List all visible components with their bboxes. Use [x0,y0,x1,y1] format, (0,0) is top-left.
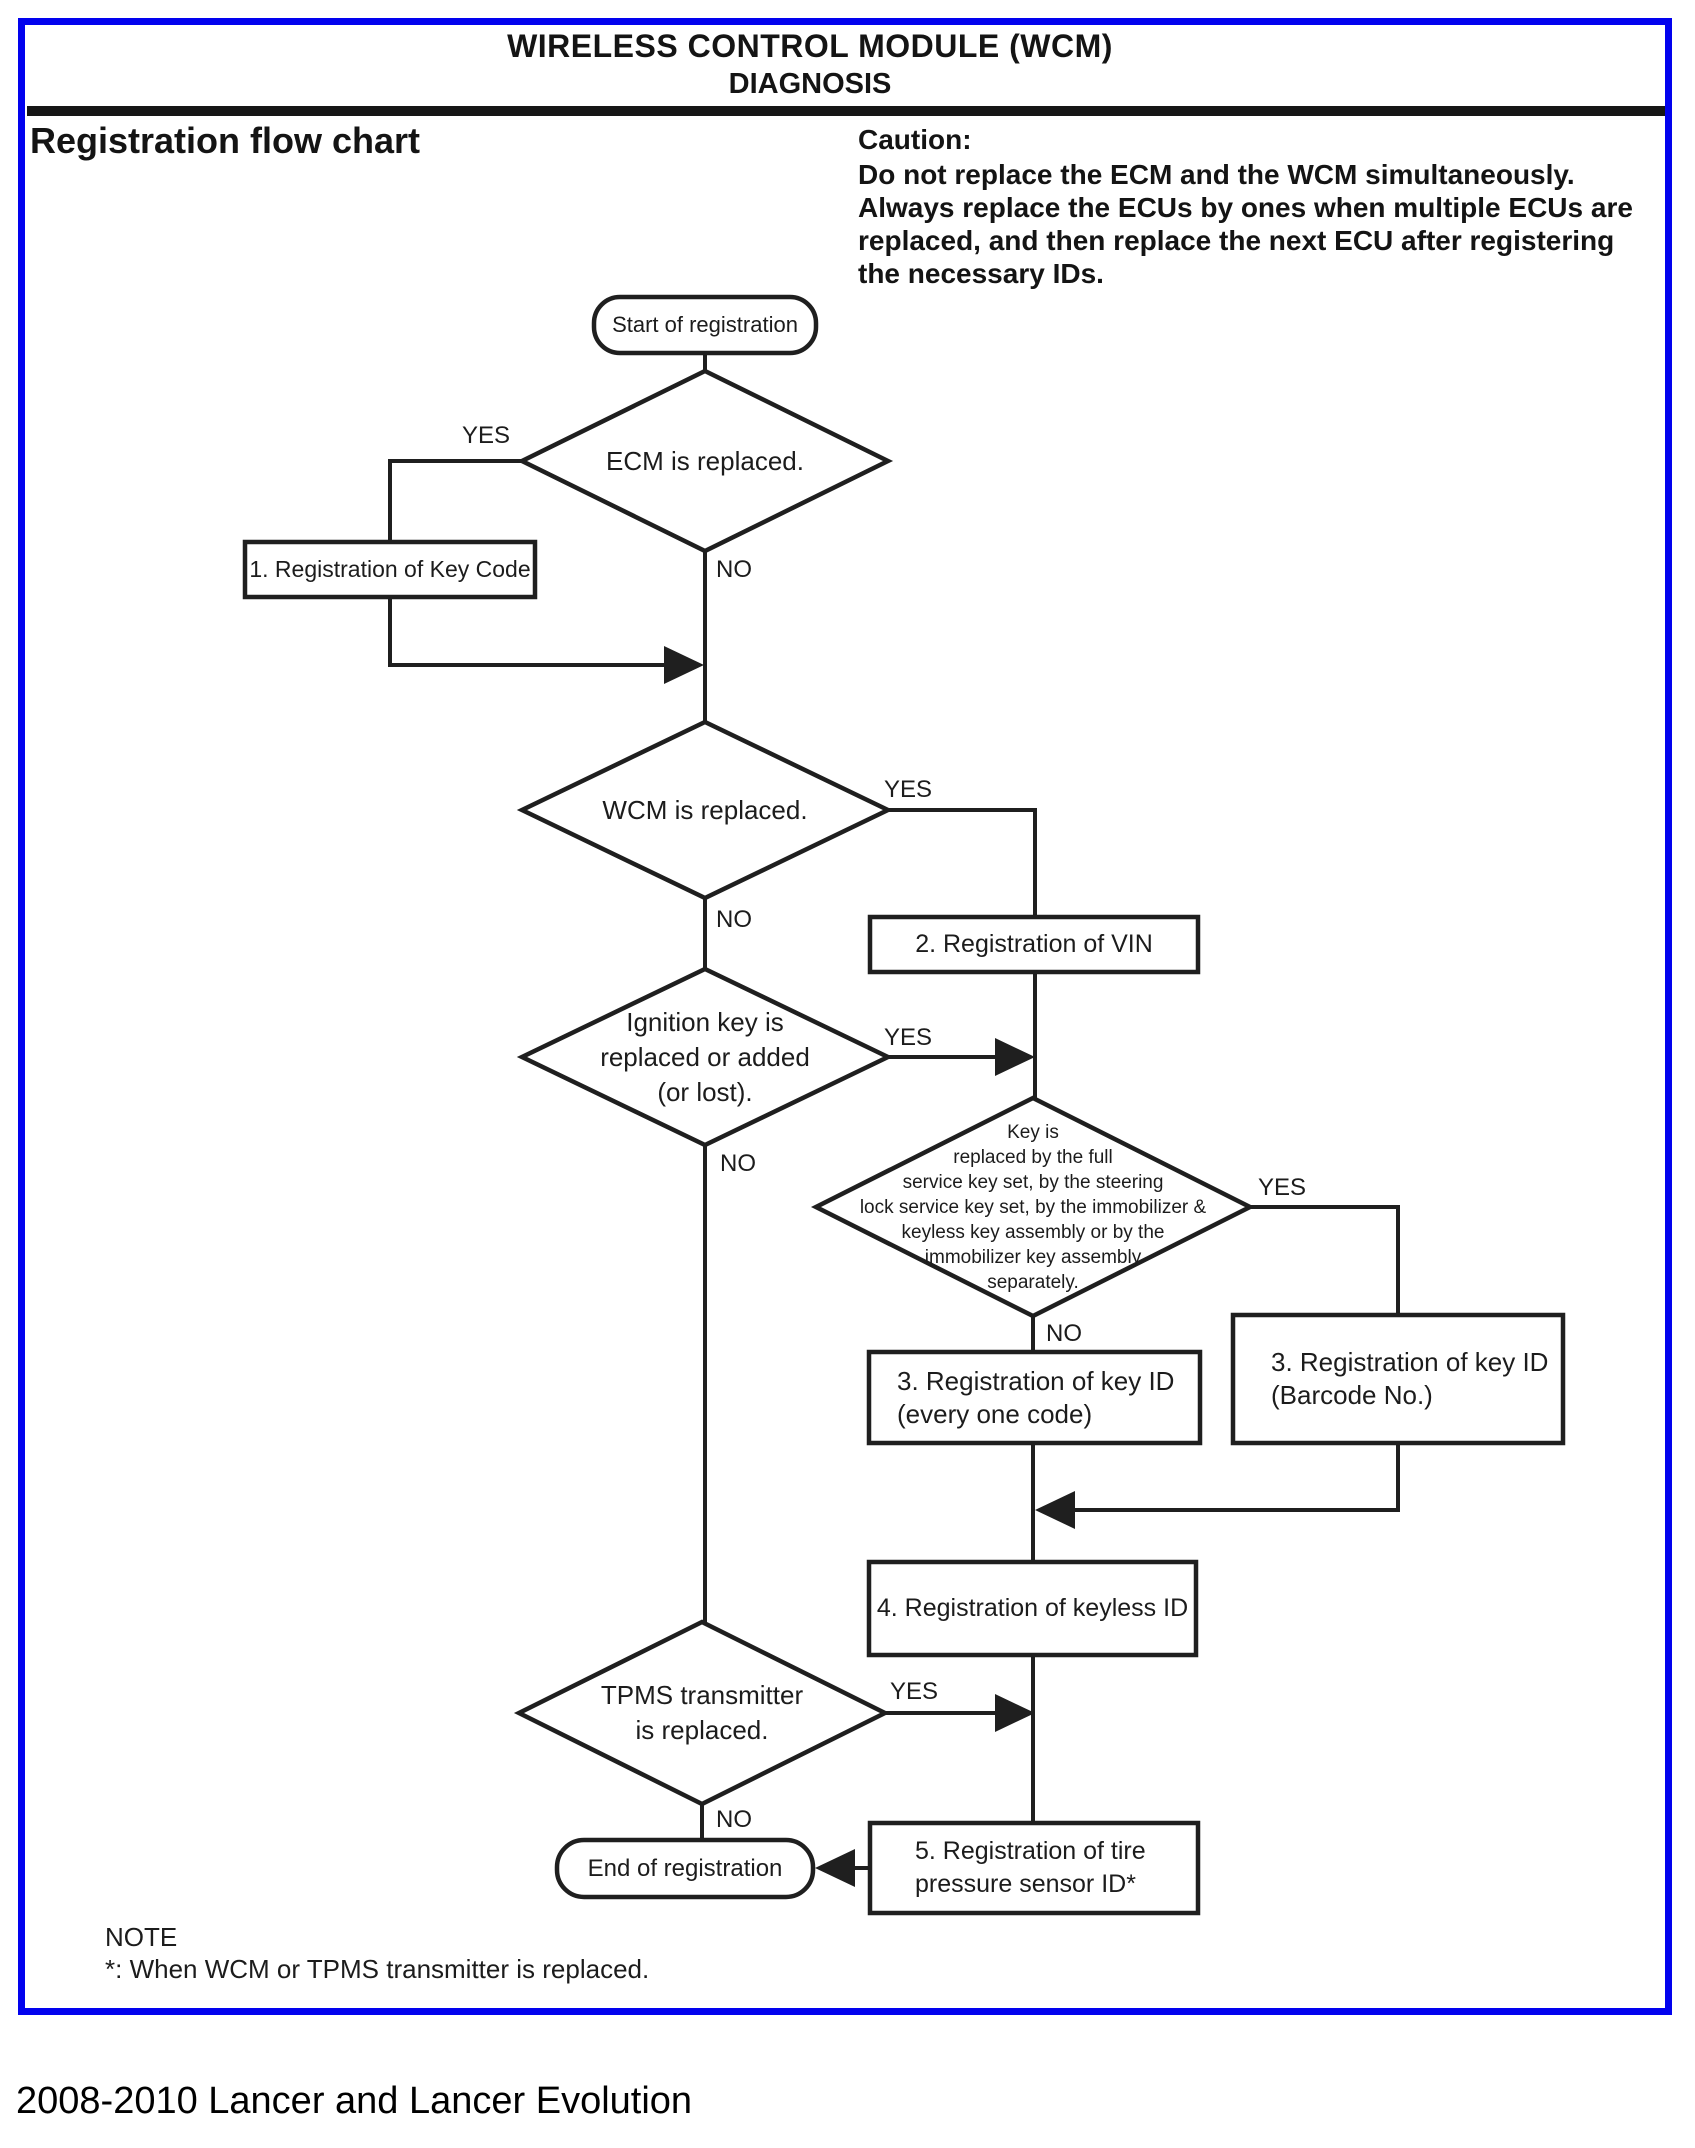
tpms-decision-label: TPMS transmitter is replaced. [600,1680,804,1745]
caution-heading: Caution: [858,124,972,155]
arrowhead-end-left [815,1849,855,1887]
keyless-id-label: 4. Registration of keyless ID [876,1594,1189,1622]
key-id-barcode-label: 3. Registration of key ID (Barcode No.) [1271,1347,1549,1410]
tire-pressure-label: 5. Registration of tire pressure sensor … [915,1837,1146,1898]
wcm-yes-label: YES [884,776,933,803]
arrowhead-ignition-yes [995,1038,1035,1076]
tpms-no-label: NO [716,1806,752,1833]
end-terminator-label: End of registration [587,1854,783,1882]
key-id-barcode-box [1230,1312,1566,1446]
keyset-yes-label: YES [1258,1174,1307,1201]
connector-ecm-yes [388,459,522,542]
ignition-no-label: NO [720,1150,756,1177]
arrowhead-tpms-yes [995,1694,1035,1732]
section-title: Registration flow chart [30,120,421,161]
wcm-no-label: NO [716,906,752,933]
page-subtitle: DIAGNOSIS [728,68,892,100]
keyset-decision-diamond [810,1095,1256,1319]
tpms-decision-diamond [513,1619,891,1807]
connector-barcode-merge [1072,1443,1400,1512]
arrowhead-merge-right [664,646,704,684]
vin-step-box [867,914,1201,975]
start-terminator-shape [591,294,819,356]
note-heading: NOTE [105,1922,178,1952]
keycode-step-box [242,539,538,600]
header-divider [27,106,1665,116]
ecm-yes-label: YES [462,422,511,449]
keyset-no-label: NO [1046,1320,1082,1347]
keyset-decision-label: Key is replaced by the full service key … [859,1121,1207,1293]
caution-body: Do not replace the ECM and the WCM simul… [858,159,1633,289]
vin-step-label: 2. Registration of VIN [915,930,1153,958]
tpms-yes-label: YES [890,1678,939,1705]
wcm-decision-diamond [516,719,894,901]
ignition-yes-label: YES [884,1024,933,1051]
page-border [18,18,1672,2015]
start-terminator-label: Start of registration [612,312,798,337]
note-body: *: When WCM or TPMS transmitter is repla… [105,1954,650,1984]
key-id-every-code-label: 3. Registration of key ID (every one cod… [897,1365,1175,1429]
ignition-decision-label: Ignition key is replaced or added (or lo… [600,1006,810,1107]
end-terminator-shape [554,1837,816,1900]
keycode-step-label: 1. Registration of Key Code [249,556,531,582]
connector-keyset-yes [1250,1205,1400,1315]
key-id-every-code-box [866,1349,1203,1446]
ignition-decision-diamond [516,966,894,1148]
page-title: WIRELESS CONTROL MODULE (WCM) [507,28,1113,64]
keyless-id-box [866,1559,1199,1658]
connector-keycode-merge [388,597,668,667]
ecm-decision-diamond [516,368,894,554]
connector-wcm-yes [888,808,1037,917]
ecm-decision-label: ECM is replaced. [606,445,804,476]
ecm-no-label: NO [716,556,752,583]
arrowhead-barcode-left [1035,1491,1075,1529]
wcm-decision-label: WCM is replaced. [602,794,808,825]
tire-pressure-box [867,1820,1201,1916]
page-caption: 2008-2010 Lancer and Lancer Evolution [16,2080,693,2122]
